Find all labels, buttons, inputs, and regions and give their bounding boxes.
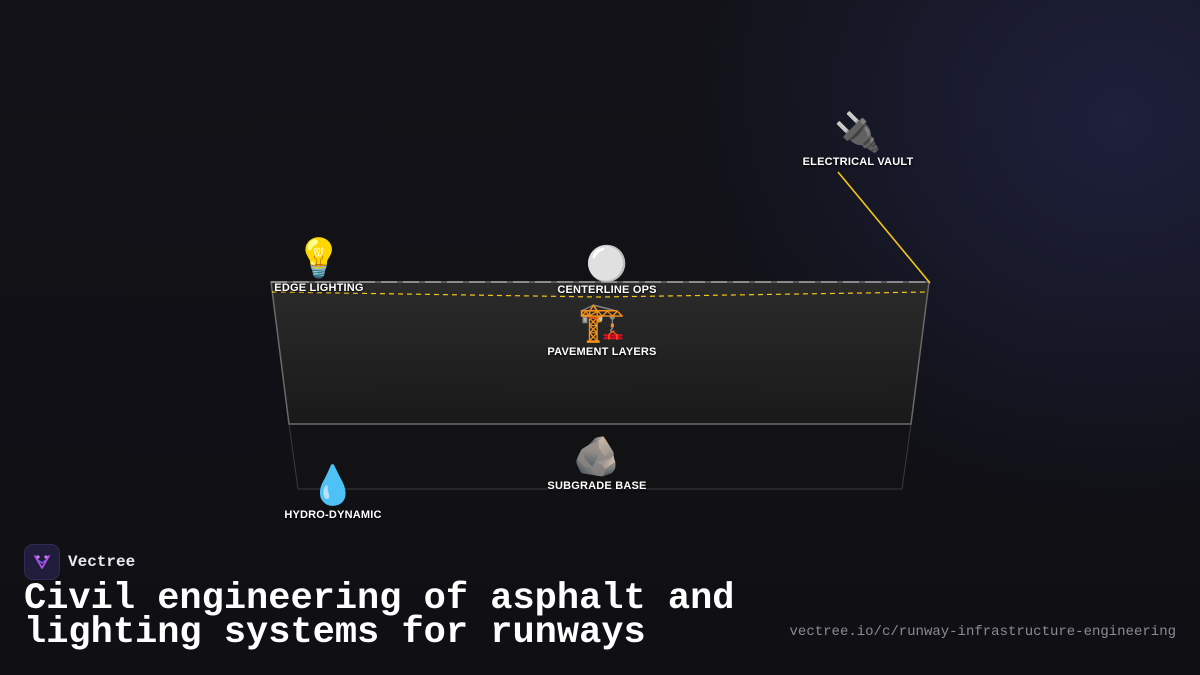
vectree-logo-icon xyxy=(24,544,60,580)
electrical-feed-line xyxy=(837,171,931,284)
water-drop-icon: 💧 xyxy=(309,465,357,507)
node-label: HYDRO-DYNAMIC xyxy=(284,509,382,521)
brand-name: Vectree xyxy=(68,553,136,571)
plug-icon: 🔌 xyxy=(834,112,882,154)
rock-icon: 🪨 xyxy=(573,436,621,478)
pavement-slab xyxy=(270,281,930,425)
centerline-marking xyxy=(271,291,929,298)
node-label: EDGE LIGHTING xyxy=(274,282,364,294)
node-label: PAVEMENT LAYERS xyxy=(547,346,657,358)
page-title: Civil engineering of asphalt and lightin… xyxy=(24,578,735,654)
white-circle-icon: ⚪ xyxy=(585,245,629,283)
node-electrical-vault: 🔌 ELECTRICAL VAULT xyxy=(803,112,914,168)
node-subgrade-base: 🪨 SUBGRADE BASE xyxy=(547,436,646,492)
crane-icon: 🏗️ xyxy=(578,302,626,344)
node-label: ELECTRICAL VAULT xyxy=(802,156,914,168)
node-pavement-layers: 🏗️ PAVEMENT LAYERS xyxy=(547,302,656,358)
brand: Vectree xyxy=(24,544,135,580)
node-edge-lighting: 💡 EDGE LIGHTING xyxy=(274,238,363,294)
node-hydro-dynamic: 💧 HYDRO-DYNAMIC xyxy=(284,465,381,521)
light-bulb-icon: 💡 xyxy=(295,238,343,280)
node-centerline-ops: ⚪ CENTERLINE OPS xyxy=(557,246,656,296)
node-label: CENTERLINE OPS xyxy=(557,284,657,296)
node-label: SUBGRADE BASE xyxy=(547,480,647,492)
source-url[interactable]: vectree.io/c/runway-infrastructure-engin… xyxy=(789,624,1176,640)
